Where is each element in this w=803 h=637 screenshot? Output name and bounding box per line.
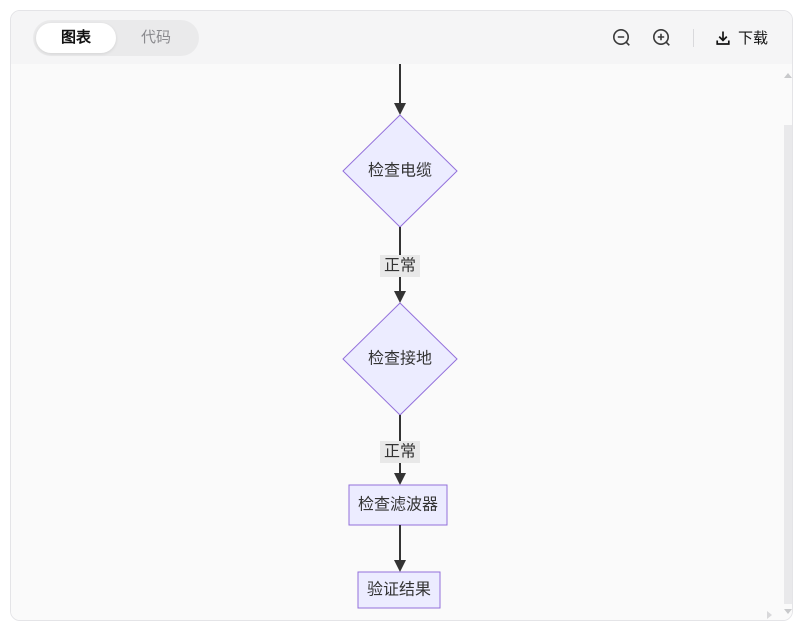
- node-check-ground-label: 检查接地: [368, 350, 432, 368]
- scroll-up-icon[interactable]: [784, 73, 792, 78]
- scroll-down-icon[interactable]: [784, 609, 792, 614]
- arrowhead-icon: [394, 291, 406, 303]
- tab-diagram[interactable]: 图表: [36, 22, 117, 53]
- download-label: 下载: [737, 30, 768, 47]
- toolbar-actions: 下载: [611, 27, 768, 49]
- node-check-filter: [348, 484, 448, 526]
- vertical-scrollbar[interactable]: [783, 64, 792, 620]
- node-check-filter-label: 检查滤波器: [358, 496, 438, 514]
- diagram-panel: 图表 代码: [10, 10, 793, 621]
- toolbar: 图表 代码: [11, 11, 792, 64]
- download-button[interactable]: 下载: [714, 27, 768, 48]
- diagram-canvas[interactable]: 检查电缆 正常 检查接地 正常 检查滤波器 验证结果: [11, 64, 792, 620]
- zoom-in-button[interactable]: [651, 27, 673, 49]
- magnifier-minus-icon: [612, 28, 630, 46]
- node-check-cable-label: 检查电缆: [368, 162, 432, 180]
- arrowhead-icon: [394, 560, 406, 572]
- node-verify-result-label: 验证结果: [367, 581, 431, 599]
- zoom-out-button[interactable]: [611, 27, 633, 49]
- edge-label-normal-1: 正常: [384, 257, 416, 275]
- edge-label-normal-2: 正常: [384, 443, 416, 461]
- node-verify-result: [357, 571, 441, 609]
- tab-code[interactable]: 代码: [116, 23, 196, 53]
- arrowhead-icon: [394, 103, 406, 115]
- arrowhead-icon: [394, 473, 406, 485]
- scrollbar-thumb[interactable]: [784, 125, 792, 604]
- download-icon: [716, 31, 730, 45]
- magnifier-plus-icon: [652, 28, 670, 46]
- toolbar-divider: [692, 28, 694, 47]
- view-tab-group: 图表 代码: [33, 19, 200, 56]
- edge-label-bg: [380, 255, 420, 277]
- edge-label-bg: [380, 441, 420, 463]
- resize-grip-icon: [767, 611, 772, 619]
